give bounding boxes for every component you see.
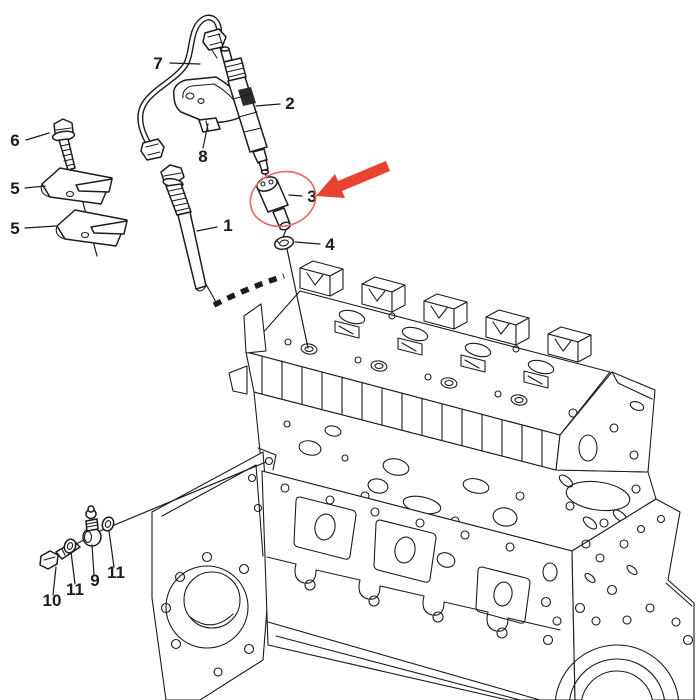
block-port-hole xyxy=(264,456,274,466)
mounting-stud xyxy=(160,164,207,292)
callout-5-upper-label: 5 xyxy=(10,179,19,198)
callout-2-label: 2 xyxy=(285,94,294,113)
callout-1-label: 1 xyxy=(223,216,232,235)
callout-5-lower-label: 5 xyxy=(10,219,19,238)
callout-labels: 1 2 3 4 5 5 6 7 8 9 10 11 11 xyxy=(10,54,335,610)
banjo-axis-line xyxy=(99,461,267,532)
washer-left xyxy=(63,538,77,554)
clamp-bolt xyxy=(51,118,76,171)
highlight-ellipse xyxy=(249,170,317,228)
callout-9-label: 9 xyxy=(90,571,99,590)
callout-7-label: 7 xyxy=(153,54,162,73)
callout-4-label: 4 xyxy=(325,235,335,254)
hold-down-clamp-upper xyxy=(40,167,113,205)
fuel-pipe xyxy=(137,14,227,161)
washer-right xyxy=(101,516,115,532)
injector xyxy=(218,33,269,172)
callout-10-label: 10 xyxy=(43,591,62,610)
rocker-pedestals xyxy=(299,260,592,363)
engine-block xyxy=(151,391,695,700)
cylinder-head xyxy=(228,260,656,473)
sealing-washer xyxy=(273,235,295,251)
callout-6-label: 6 xyxy=(10,131,19,150)
callout-11-right-label: 11 xyxy=(107,563,125,582)
callout-11-left-label: 11 xyxy=(66,580,84,599)
callout-8-label: 8 xyxy=(198,147,207,166)
injector-axis-to-bore xyxy=(286,248,309,349)
dashed-locator-line xyxy=(212,273,285,308)
bracket-edge xyxy=(257,447,277,471)
hold-down-clamp-lower xyxy=(55,209,128,247)
highlight-arrow-icon xyxy=(316,161,390,198)
head-ports xyxy=(300,309,555,406)
pipe-clamp xyxy=(172,76,244,133)
banjo-fitting xyxy=(75,505,102,547)
callout-3-label: 3 xyxy=(307,187,316,206)
callout-leaders xyxy=(24,62,321,596)
